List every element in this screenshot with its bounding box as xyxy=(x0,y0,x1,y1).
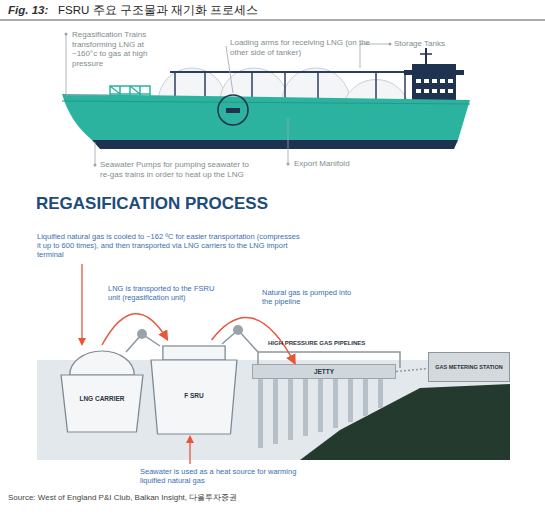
callout-text: Loading arms for receiving LNG (on the o… xyxy=(230,38,380,57)
note-text: Seawater is used as a heat source for wa… xyxy=(140,467,300,485)
callout-text: Storage Tanks xyxy=(394,39,474,49)
pipeline-label: HIGH PRESSURE GAS PIPELINES xyxy=(268,340,365,347)
node-label: JETTY xyxy=(253,368,395,376)
ship-outline xyxy=(60,345,144,433)
process-scene xyxy=(37,264,510,464)
callout-text: Regasification Trains transforming LNG a… xyxy=(72,30,170,68)
ship-outline xyxy=(150,340,238,435)
note-text: Liquified natural gas is cooled to ~162 … xyxy=(37,232,305,259)
node-label: F SRU xyxy=(150,392,238,400)
label-text: Export Manifold xyxy=(294,159,350,168)
node-box: F SRU xyxy=(150,340,238,435)
callout-text: Seawater Pumps for pumping seawater to r… xyxy=(100,160,250,179)
label-text: Liquified natural gas is cooled to ~162 … xyxy=(37,232,300,259)
label-text: HIGH PRESSURE GAS PIPELINES xyxy=(268,340,365,346)
node-label: GAS METERING STATION xyxy=(433,364,505,371)
label-text: REGASIFICATION PROCESS xyxy=(36,194,268,213)
section-heading: REGASIFICATION PROCESS xyxy=(36,194,268,214)
node-label: LNG CARRIER xyxy=(60,395,144,403)
edge-label: Natural gas is pumped into the pipeline xyxy=(262,288,362,307)
edge-label: LNG is transported to the FSRU unit (reg… xyxy=(108,284,226,303)
figure-title: FSRU 주요 구조물과 재기화 프로세스 xyxy=(58,4,258,18)
label-text: Loading arms for receiving LNG (on the o… xyxy=(230,38,370,57)
callout-text: Export Manifold xyxy=(294,159,384,169)
flow-arrow xyxy=(102,314,168,345)
node-box: JETTY xyxy=(252,364,396,379)
label-text: Storage Tanks xyxy=(394,39,445,48)
source-caption: Source: West of England P&I Club, Balkan… xyxy=(8,493,237,503)
flow-arrow xyxy=(396,369,428,372)
label-text: Regasification Trains transforming LNG a… xyxy=(72,30,147,68)
label-text: Fig. 13: xyxy=(8,4,48,16)
label-text: Seawater Pumps for pumping seawater to r… xyxy=(100,160,249,179)
node-box: LNG CARRIER xyxy=(60,345,144,433)
label-text: Seawater is used as a heat source for wa… xyxy=(140,467,296,485)
node-box: GAS METERING STATION xyxy=(428,352,510,382)
figure-number: Fig. 13: xyxy=(8,4,48,18)
